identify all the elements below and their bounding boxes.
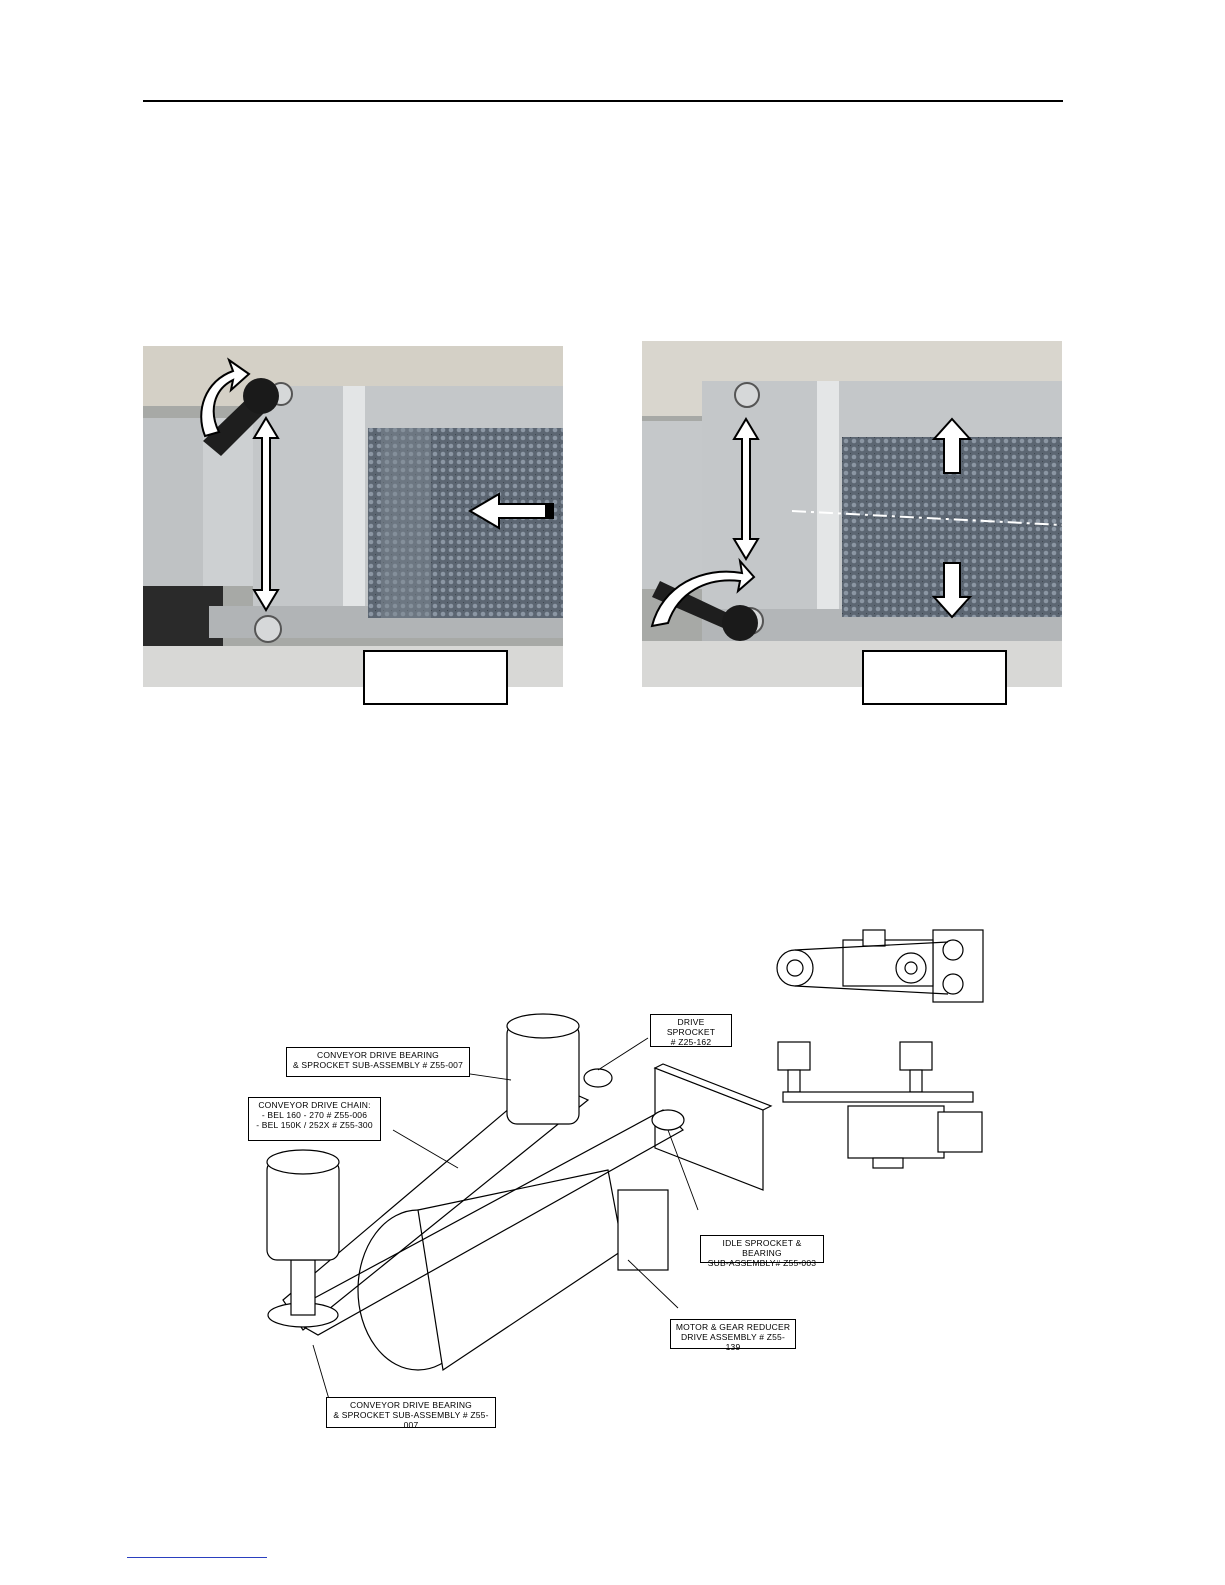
vertical-double-arrow-icon	[252, 416, 280, 612]
callout-bottom-drive-bearing: CONVEYOR DRIVE BEARING & SPROCKET SUB-AS…	[326, 1397, 496, 1430]
left-arrow-icon	[468, 492, 554, 530]
drive-top-view	[776, 929, 984, 1003]
photo-belt-adjust-right	[642, 341, 1062, 687]
rotate-arrow-icon	[650, 557, 756, 628]
caption-box-left	[363, 650, 508, 705]
footer-link-underline	[127, 1557, 267, 1558]
callout-drive-sprocket: DRIVE SPROCKET # Z25-162	[650, 1014, 732, 1047]
drive-assembly-diagram	[243, 920, 1003, 1440]
rotate-arrow-icon	[200, 357, 251, 438]
header-rule	[143, 100, 1063, 102]
photo-belt-adjust-left	[143, 346, 563, 687]
up-arrow-icon	[931, 417, 973, 474]
vertical-double-arrow-icon	[732, 417, 760, 561]
caption-box-right	[862, 650, 1007, 705]
callout-idle-sprocket: IDLE SPROCKET & BEARING SUB-ASSEMBLY# Z5…	[700, 1235, 824, 1268]
drive-side-view	[777, 1041, 983, 1169]
callout-motor-gear-reducer: MOTOR & GEAR REDUCER DRIVE ASSEMBLY # Z5…	[670, 1319, 796, 1352]
down-arrow-icon	[931, 562, 973, 619]
callout-top-drive-bearing: CONVEYOR DRIVE BEARING & SPROCKET SUB-AS…	[286, 1047, 470, 1077]
callout-drive-chain: CONVEYOR DRIVE CHAIN: - BEL 160 - 270 # …	[248, 1097, 381, 1141]
